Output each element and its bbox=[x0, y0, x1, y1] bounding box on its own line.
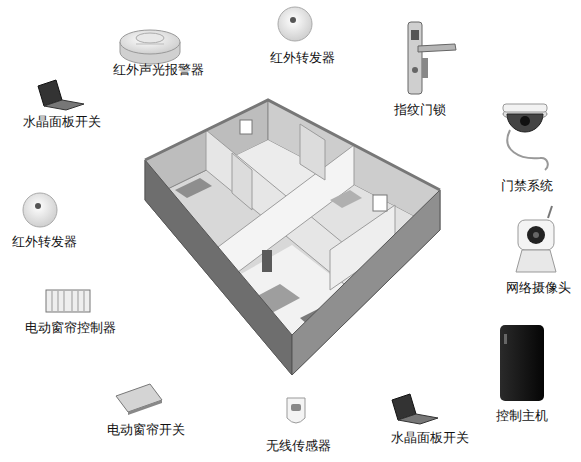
device-label: 水晶面板开关 bbox=[391, 430, 469, 446]
control-host-icon bbox=[500, 325, 544, 401]
device-label: 电动窗帘开关 bbox=[107, 422, 185, 438]
device-label: 无线传感器 bbox=[266, 438, 331, 454]
panel-switch-icon bbox=[38, 80, 84, 110]
ir-transmitter-icon bbox=[23, 193, 57, 227]
house-model bbox=[145, 100, 440, 375]
ip-camera-icon bbox=[516, 206, 556, 272]
device-label: 电动窗帘控制器 bbox=[25, 320, 116, 336]
device-label: 红外声光报警器 bbox=[113, 62, 204, 78]
device-label: 控制主机 bbox=[496, 408, 548, 424]
device-label: 红外转发器 bbox=[270, 50, 335, 66]
door-lock-icon bbox=[408, 22, 456, 94]
device-label: 水晶面板开关 bbox=[23, 114, 101, 130]
panel-switch-icon bbox=[392, 394, 438, 424]
alarm-icon bbox=[120, 30, 180, 64]
ir-transmitter-icon bbox=[278, 7, 312, 41]
curtain-switch-icon bbox=[116, 384, 162, 415]
curtain-controller-icon bbox=[46, 290, 90, 312]
dome-camera-icon bbox=[503, 104, 548, 170]
device-label: 门禁系统 bbox=[501, 178, 553, 194]
device-label: 红外转发器 bbox=[12, 234, 77, 250]
device-label: 网络摄像头 bbox=[506, 280, 571, 296]
device-label: 指纹门锁 bbox=[394, 102, 446, 118]
wireless-sensor-icon bbox=[287, 398, 305, 423]
